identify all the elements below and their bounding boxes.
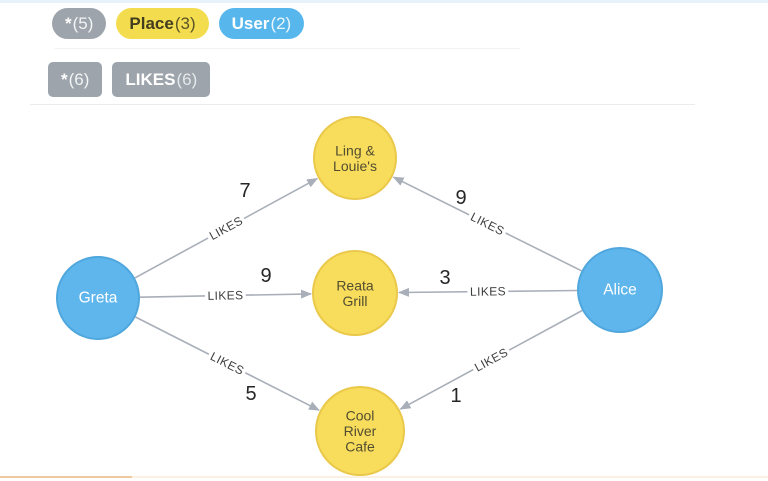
relationship-type-filter-row: *(6)LIKES(6) (48, 62, 211, 97)
legend-row-divider (55, 48, 520, 49)
node-cool[interactable] (315, 386, 405, 476)
bottom-accent-line-right (132, 476, 768, 478)
edge-greta-cool[interactable] (135, 316, 320, 411)
bottom-accent-line-left (0, 476, 132, 478)
filter-pill-place[interactable]: Place(3) (116, 8, 209, 39)
filter-pill-label: LIKES (125, 70, 176, 89)
filter-pill-all[interactable]: *(5) (52, 8, 107, 39)
edge-label: LIKES (470, 284, 506, 298)
edge-weight: 1 (450, 385, 461, 407)
legend-graph-divider (30, 104, 695, 105)
filter-pill-user[interactable]: User(2) (218, 8, 305, 39)
edge-label: LIKES (208, 349, 246, 378)
filter-pill-label: User (231, 14, 270, 33)
filter-pill-count: (3) (174, 14, 196, 33)
edge-label: LIKES (468, 210, 506, 239)
node-reata[interactable] (312, 250, 398, 336)
filter-pill-count: (6) (68, 70, 90, 89)
edge-greta-ling[interactable] (134, 177, 319, 279)
edge-alice-ling[interactable] (392, 176, 582, 272)
node-greta[interactable] (56, 256, 140, 340)
edge-weight: 5 (245, 383, 256, 405)
node-alice[interactable] (577, 247, 663, 333)
filter-pill-count: (2) (270, 14, 292, 33)
edge-label: LIKES (207, 213, 245, 243)
edge-weight: 3 (439, 267, 450, 289)
filter-pill-all[interactable]: *(6) (48, 62, 103, 97)
filter-pill-likes[interactable]: LIKES(6) (112, 62, 211, 97)
edge-weight: 9 (260, 265, 271, 287)
filter-pill-count: (6) (176, 70, 198, 89)
filter-pill-count: (5) (72, 14, 94, 33)
edge-alice-cool[interactable] (399, 309, 583, 410)
node-ling[interactable] (313, 116, 397, 200)
filter-pill-label: Place (129, 14, 174, 33)
filter-pill-label: * (61, 70, 68, 89)
node-label-filter-row: *(5) Place(3) User(2) (52, 8, 305, 39)
edge-alice-reata[interactable] (398, 287, 578, 297)
edge-label: LIKES (472, 345, 510, 374)
filter-pill-label: * (65, 14, 72, 33)
edge-label: LIKES (207, 288, 243, 303)
top-accent-strip (0, 0, 768, 3)
edge-greta-reata[interactable] (139, 289, 312, 299)
edge-weight: 9 (455, 187, 466, 209)
edge-weight: 7 (239, 180, 250, 202)
